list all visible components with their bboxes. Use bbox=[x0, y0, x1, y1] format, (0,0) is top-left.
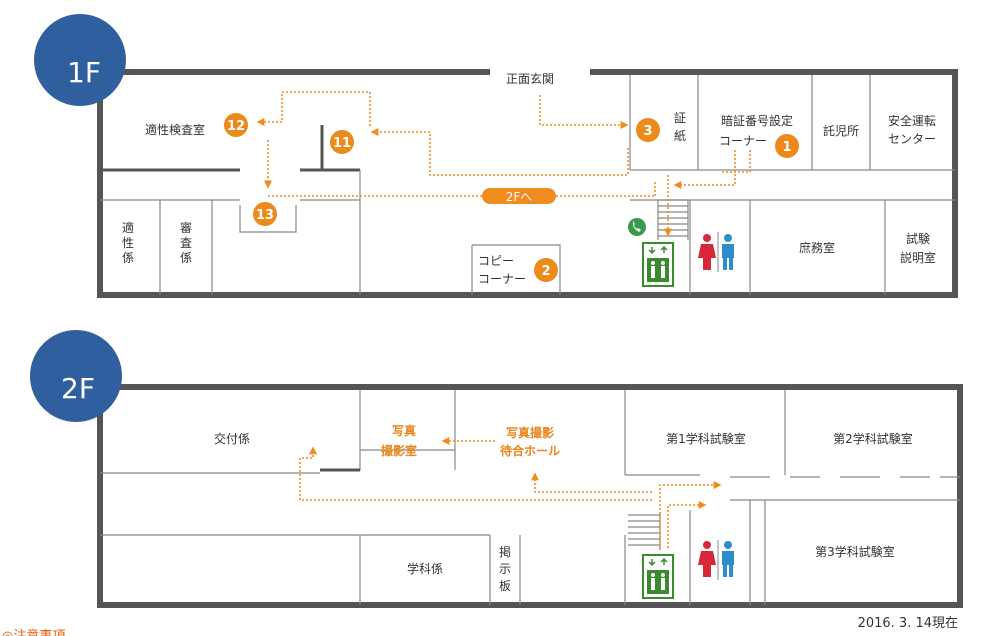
date-label: 2016. 3. 14現在 bbox=[858, 616, 958, 631]
room-general-affairs: 庶務室 bbox=[799, 240, 835, 255]
stairs-1f bbox=[657, 199, 689, 240]
svg-text:1: 1 bbox=[782, 140, 791, 155]
floor-label-2f: 2F bbox=[61, 372, 95, 405]
room-nursery: 託児所 bbox=[823, 123, 859, 138]
room-shinsa-kakari: 審 査 係 bbox=[180, 220, 192, 265]
bulletin-board: 掲 示 板 bbox=[499, 544, 511, 593]
elevator-icon-2f bbox=[642, 554, 674, 599]
svg-text:性: 性 bbox=[122, 236, 134, 250]
room-exam1: 第1学科試験室 bbox=[666, 431, 746, 446]
svg-text:示: 示 bbox=[499, 562, 511, 576]
svg-text:説明室: 説明室 bbox=[900, 250, 936, 265]
entrance-label: 正面玄関 bbox=[506, 71, 554, 86]
outer-wall-2f bbox=[97, 384, 963, 608]
svg-text:板: 板 bbox=[499, 579, 511, 593]
room-copy-corner: コピー コーナー bbox=[478, 254, 526, 286]
svg-text:試験: 試験 bbox=[906, 231, 930, 246]
svg-text:掲: 掲 bbox=[499, 544, 511, 559]
room-exam-explanation: 試験 説明室 bbox=[900, 231, 936, 265]
route-2f bbox=[299, 437, 722, 550]
marker-11: 11 bbox=[330, 130, 354, 154]
marker-13: 13 bbox=[253, 202, 277, 226]
elevator-icon bbox=[642, 242, 674, 287]
female-restroom-icon bbox=[698, 234, 716, 270]
svg-text:撮影室: 撮影室 bbox=[381, 443, 417, 458]
svg-text:待合ホール: 待合ホール bbox=[500, 443, 560, 458]
svg-text:適: 適 bbox=[122, 220, 134, 235]
marker-3: 3 bbox=[636, 118, 660, 142]
svg-text:コーナー: コーナー bbox=[719, 134, 767, 148]
route-1f: 2Fへ bbox=[256, 91, 751, 237]
marker-1: 1 bbox=[775, 134, 799, 158]
svg-text:2: 2 bbox=[541, 264, 550, 279]
floor-label-1f: 1F bbox=[67, 56, 101, 89]
male-restroom-icon-2f bbox=[722, 541, 734, 577]
phone-icon bbox=[628, 218, 646, 236]
floor-badge-1f bbox=[34, 14, 126, 106]
male-restroom-icon bbox=[722, 234, 734, 270]
room-exam2: 第2学科試験室 bbox=[833, 431, 913, 446]
svg-text:12: 12 bbox=[227, 119, 245, 134]
svg-text:写真: 写真 bbox=[392, 423, 416, 438]
floor-badge-2f bbox=[30, 330, 122, 422]
note-heading: ◎注意事項 bbox=[2, 628, 65, 636]
svg-text:紙: 紙 bbox=[674, 128, 686, 143]
room-pin-corner: 暗証番号設定 コーナー bbox=[719, 113, 793, 148]
marker-2: 2 bbox=[534, 258, 558, 282]
room-tekisei-kensa: 適性検査室 bbox=[145, 122, 205, 137]
floor-1: 1F 正面玄関 適性検査室 適 性 係 審 査 係 証 紙 暗証番号設定 bbox=[34, 14, 958, 298]
room-academic: 学科係 bbox=[407, 561, 443, 576]
svg-text:11: 11 bbox=[333, 136, 351, 151]
room-safety-center: 安全運転 センター bbox=[888, 113, 936, 146]
svg-text:コピー: コピー bbox=[478, 254, 514, 268]
room-issuance: 交付係 bbox=[214, 431, 250, 446]
floor-2: 2F 交付係 写真 撮影室 写真撮影 待合ホール 第1学科試験室 第2学科試験室… bbox=[30, 330, 963, 608]
svg-text:13: 13 bbox=[256, 208, 274, 223]
stairs-2f bbox=[628, 512, 661, 550]
room-tekisei-kakari: 適 性 係 bbox=[122, 220, 134, 265]
female-restroom-icon-2f bbox=[698, 541, 716, 577]
outer-wall-1f bbox=[97, 69, 958, 298]
svg-text:センター: センター bbox=[888, 132, 936, 146]
svg-text:写真撮影: 写真撮影 bbox=[506, 425, 554, 440]
to-2f-label: 2Fへ bbox=[506, 190, 533, 204]
room-photo: 写真 撮影室 bbox=[381, 423, 417, 458]
svg-text:3: 3 bbox=[643, 124, 652, 139]
svg-text:コーナー: コーナー bbox=[478, 272, 526, 286]
svg-text:審: 審 bbox=[180, 220, 192, 235]
svg-text:係: 係 bbox=[180, 251, 192, 265]
svg-text:安全運転: 安全運転 bbox=[888, 113, 936, 128]
svg-text:証: 証 bbox=[674, 111, 686, 125]
svg-text:査: 査 bbox=[180, 236, 192, 250]
marker-12: 12 bbox=[224, 113, 248, 137]
to-2f-badge bbox=[482, 188, 556, 204]
waiting-hall: 写真撮影 待合ホール bbox=[500, 425, 560, 458]
room-exam3: 第3学科試験室 bbox=[815, 544, 895, 559]
svg-text:暗証番号設定: 暗証番号設定 bbox=[721, 113, 793, 128]
svg-text:係: 係 bbox=[122, 251, 134, 265]
room-shoshi: 証 紙 bbox=[674, 111, 686, 143]
